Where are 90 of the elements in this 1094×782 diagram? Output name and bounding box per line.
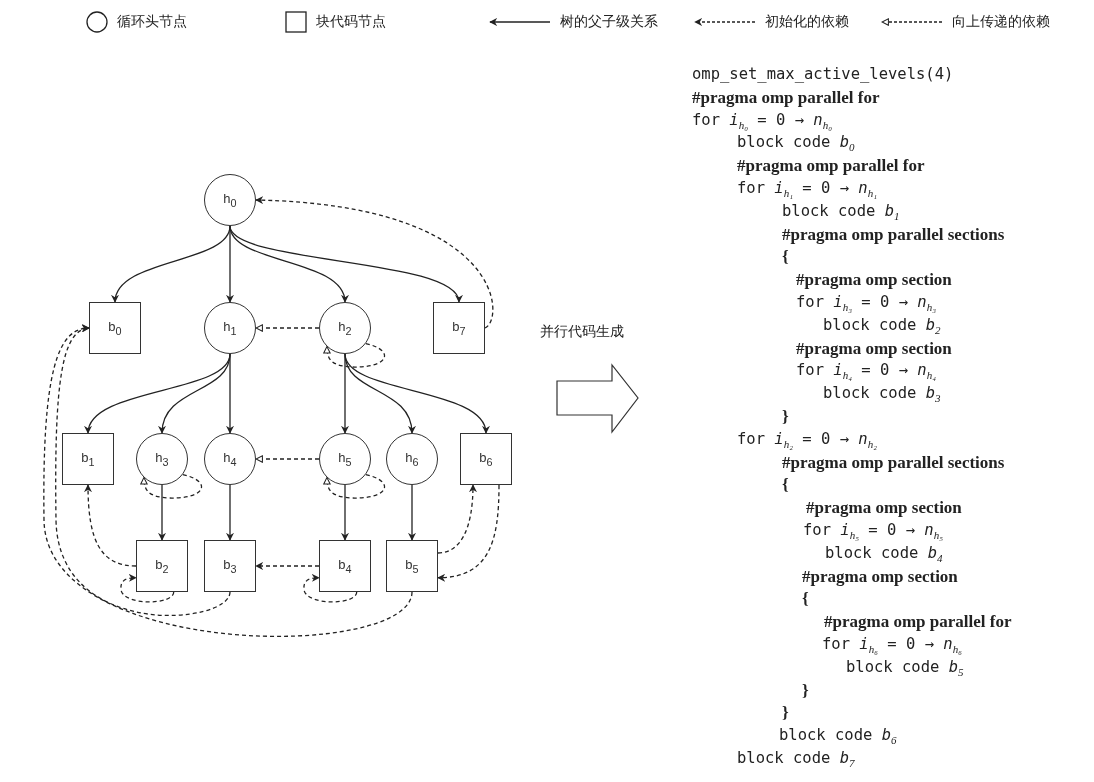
dashed-arrow bbox=[255, 455, 320, 463]
code-block-square bbox=[89, 302, 141, 354]
loop-header-circle bbox=[204, 302, 256, 354]
code-block-square bbox=[319, 540, 371, 592]
dashed-arrow bbox=[255, 562, 320, 570]
code-line: { bbox=[782, 476, 789, 496]
node-label: b$_{2}$ bbox=[155, 557, 169, 575]
dashed-arrow bbox=[437, 484, 500, 582]
legend-text: 循环头节点 bbox=[117, 13, 187, 31]
code-line: } bbox=[802, 681, 809, 701]
code-line: for i$_{h₀}$ = 0 → n$_{h₀}$ bbox=[692, 111, 832, 131]
code-line: block code b$_{1}$ bbox=[782, 202, 900, 222]
loop-header-circle bbox=[204, 433, 256, 485]
dashed-arrow bbox=[55, 325, 231, 617]
legend-text: 树的父子级关系 bbox=[560, 13, 658, 31]
node-label: b$_{7}$ bbox=[452, 319, 466, 337]
arrow bbox=[408, 484, 416, 541]
arrow bbox=[229, 225, 460, 303]
node-label: h$_{2}$ bbox=[338, 319, 352, 337]
arrow-label: 并行代码生成 bbox=[540, 324, 624, 340]
legend-text: 初始化的依赖 bbox=[765, 13, 849, 31]
arrow bbox=[341, 353, 349, 434]
code-line: for i$_{h₅}$ = 0 → n$_{h₅}$ bbox=[803, 522, 943, 542]
node-label: h$_{3}$ bbox=[155, 450, 169, 468]
legend-text: 向上传递的依赖 bbox=[952, 13, 1050, 31]
code-line: #pragma omp section bbox=[796, 271, 952, 290]
code-line: #pragma omp parallel sections bbox=[782, 225, 1005, 245]
arrow bbox=[226, 353, 234, 434]
legend-text: 块代码节点 bbox=[316, 13, 386, 31]
code-line: omp_set_max_active_levels(4) bbox=[692, 66, 954, 84]
code-block-square bbox=[62, 433, 114, 485]
code-line: } bbox=[782, 704, 789, 724]
arrow bbox=[226, 484, 234, 541]
code-line: { bbox=[782, 248, 789, 268]
node-label: b$_{6}$ bbox=[479, 450, 493, 468]
dashed-arrow bbox=[43, 324, 413, 637]
code-block-square bbox=[386, 540, 438, 592]
code-line: for i$_{h₁}$ = 0 → n$_{h₁}$ bbox=[737, 180, 877, 200]
node-label: b$_{0}$ bbox=[108, 319, 122, 337]
node-label: b$_{4}$ bbox=[338, 557, 352, 575]
arrow bbox=[344, 353, 488, 434]
node-label: h$_{0}$ bbox=[223, 191, 237, 209]
code-line: #pragma omp section bbox=[806, 499, 962, 518]
code-line: for i$_{h₆}$ = 0 → n$_{h₆}$ bbox=[822, 636, 962, 656]
code-line: for i$_{h₃}$ = 0 → n$_{h₃}$ bbox=[796, 294, 936, 314]
node-label: h$_{4}$ bbox=[223, 450, 237, 468]
dashed-arrow bbox=[255, 324, 320, 332]
code-line: block code b$_{6}$ bbox=[779, 727, 897, 747]
arrow bbox=[341, 484, 349, 541]
code-line: } bbox=[782, 408, 789, 427]
code-line: #pragma omp parallel for bbox=[692, 88, 880, 108]
arrow bbox=[158, 484, 166, 541]
code-line: #pragma omp section bbox=[796, 339, 952, 359]
code-line: block code b$_{4}$ bbox=[825, 544, 943, 564]
node-label: b$_{3}$ bbox=[223, 557, 237, 575]
code-line: block code b$_{2}$ bbox=[823, 316, 941, 336]
loop-header-circle bbox=[386, 433, 438, 485]
arrow bbox=[226, 225, 234, 303]
dashed-arrow bbox=[120, 574, 175, 603]
dashed-arrow bbox=[323, 473, 386, 499]
code-block-square bbox=[204, 540, 256, 592]
node-label: h$_{6}$ bbox=[405, 450, 419, 468]
code-line: block code b$_{0}$ bbox=[737, 134, 855, 154]
loop-header-circle bbox=[319, 433, 371, 485]
node-label: b$_{1}$ bbox=[81, 450, 95, 468]
code-block-square bbox=[433, 302, 485, 354]
code-line: { bbox=[802, 590, 809, 610]
dashed-arrow bbox=[437, 484, 477, 554]
dashed-arrow bbox=[140, 473, 203, 499]
code-line: block code b$_{5}$ bbox=[846, 658, 964, 678]
node-label: h$_{1}$ bbox=[223, 319, 237, 337]
node-label: b$_{5}$ bbox=[405, 557, 419, 575]
code-line: block code b$_{3}$ bbox=[823, 385, 941, 405]
dashed-arrow bbox=[323, 342, 386, 368]
code-line: for i$_{h₂}$ = 0 → n$_{h₂}$ bbox=[737, 430, 877, 450]
code-line: #pragma omp parallel sections bbox=[782, 453, 1005, 473]
loop-header-circle bbox=[319, 302, 371, 354]
code-line: #pragma omp section bbox=[802, 567, 958, 587]
dashed-arrow bbox=[255, 196, 494, 329]
code-line: #pragma omp parallel for bbox=[824, 613, 1012, 632]
loop-header-circle bbox=[204, 174, 256, 226]
node-label: h$_{5}$ bbox=[338, 450, 352, 468]
dashed-arrow bbox=[303, 574, 358, 603]
code-line: block code b$_{7}$ bbox=[737, 750, 855, 770]
code-block-square bbox=[460, 433, 512, 485]
loop-header-circle bbox=[136, 433, 188, 485]
dashed-arrow bbox=[84, 484, 137, 567]
code-block-square bbox=[136, 540, 188, 592]
code-line: for i$_{h₄}$ = 0 → n$_{h₄}$ bbox=[796, 362, 936, 382]
code-line: #pragma omp parallel for bbox=[737, 157, 925, 176]
